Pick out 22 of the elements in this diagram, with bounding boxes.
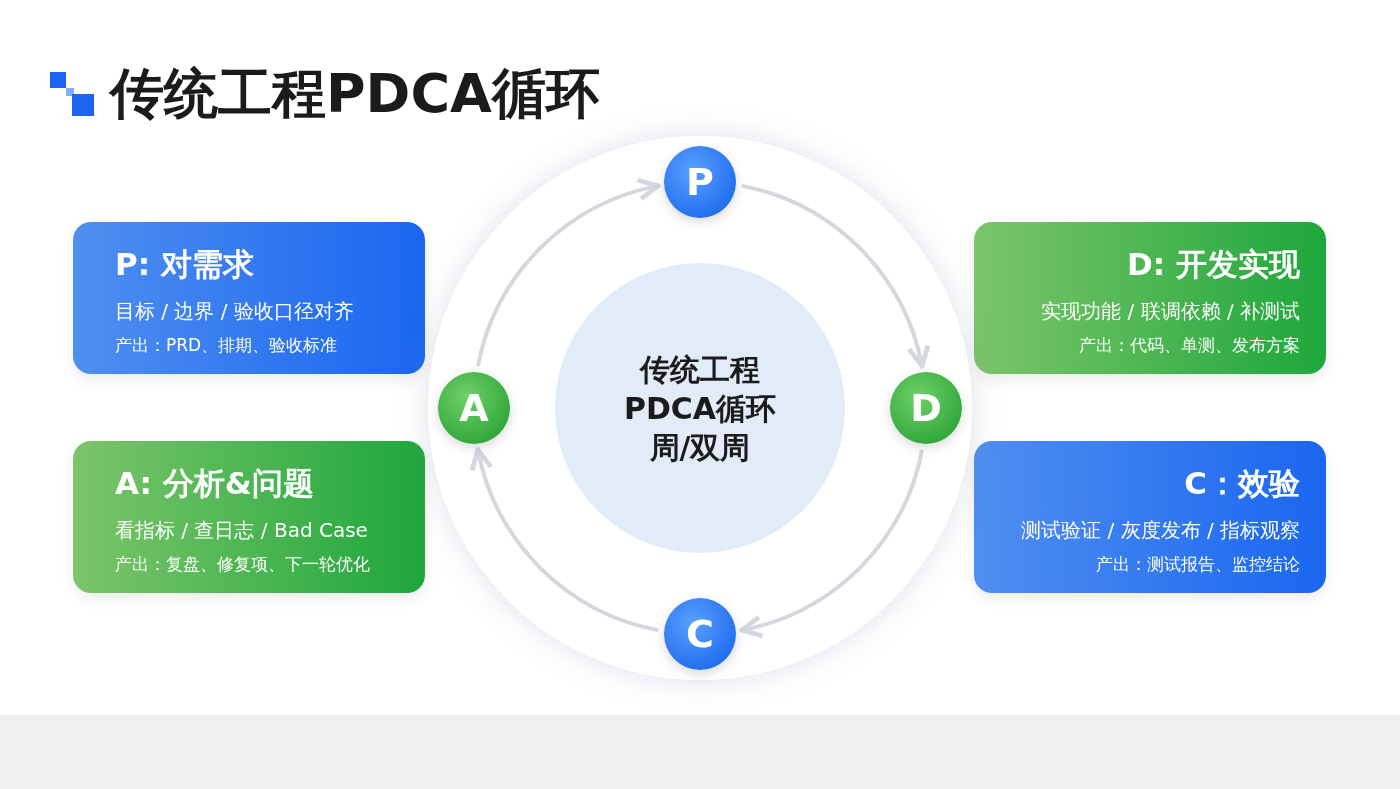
phase-card: [974, 222, 1326, 374]
phase-card: [73, 441, 425, 593]
page-title: 传统工程PDCA循环: [110, 61, 600, 127]
card-note: 产出：复盘、修复项、下一轮优化: [115, 553, 370, 576]
card-text: 目标 / 边界 / 验收口径对齐: [115, 298, 354, 325]
cycle-arrow: [475, 178, 661, 367]
card-text: 实现功能 / 联调依赖 / 补测试: [1041, 298, 1300, 325]
card-heading: A: 分析&问题: [115, 464, 314, 503]
center-text: 传统工程PDCA循环周/双周: [622, 350, 778, 467]
cycle-arrow: [470, 447, 659, 633]
phase-card: [974, 441, 1326, 593]
card-note: 产出：PRD、排期、验收标准: [115, 334, 338, 357]
card-heading: C：效验: [1184, 464, 1300, 503]
card-note: 产出：代码、单测、发布方案: [1079, 334, 1300, 357]
cycle-arrow: [741, 183, 930, 369]
card-text: 测试验证 / 灰度发布 / 指标观察: [1021, 517, 1300, 544]
cycle-arrow: [739, 449, 925, 638]
card-heading: D: 开发实现: [1127, 245, 1300, 284]
card-note: 产出：测试报告、监控结论: [1096, 553, 1300, 576]
phase-card: [73, 222, 425, 374]
card-text: 看指标 / 查日志 / Bad Case: [115, 517, 368, 544]
card-heading: P: 对需求: [115, 245, 254, 284]
